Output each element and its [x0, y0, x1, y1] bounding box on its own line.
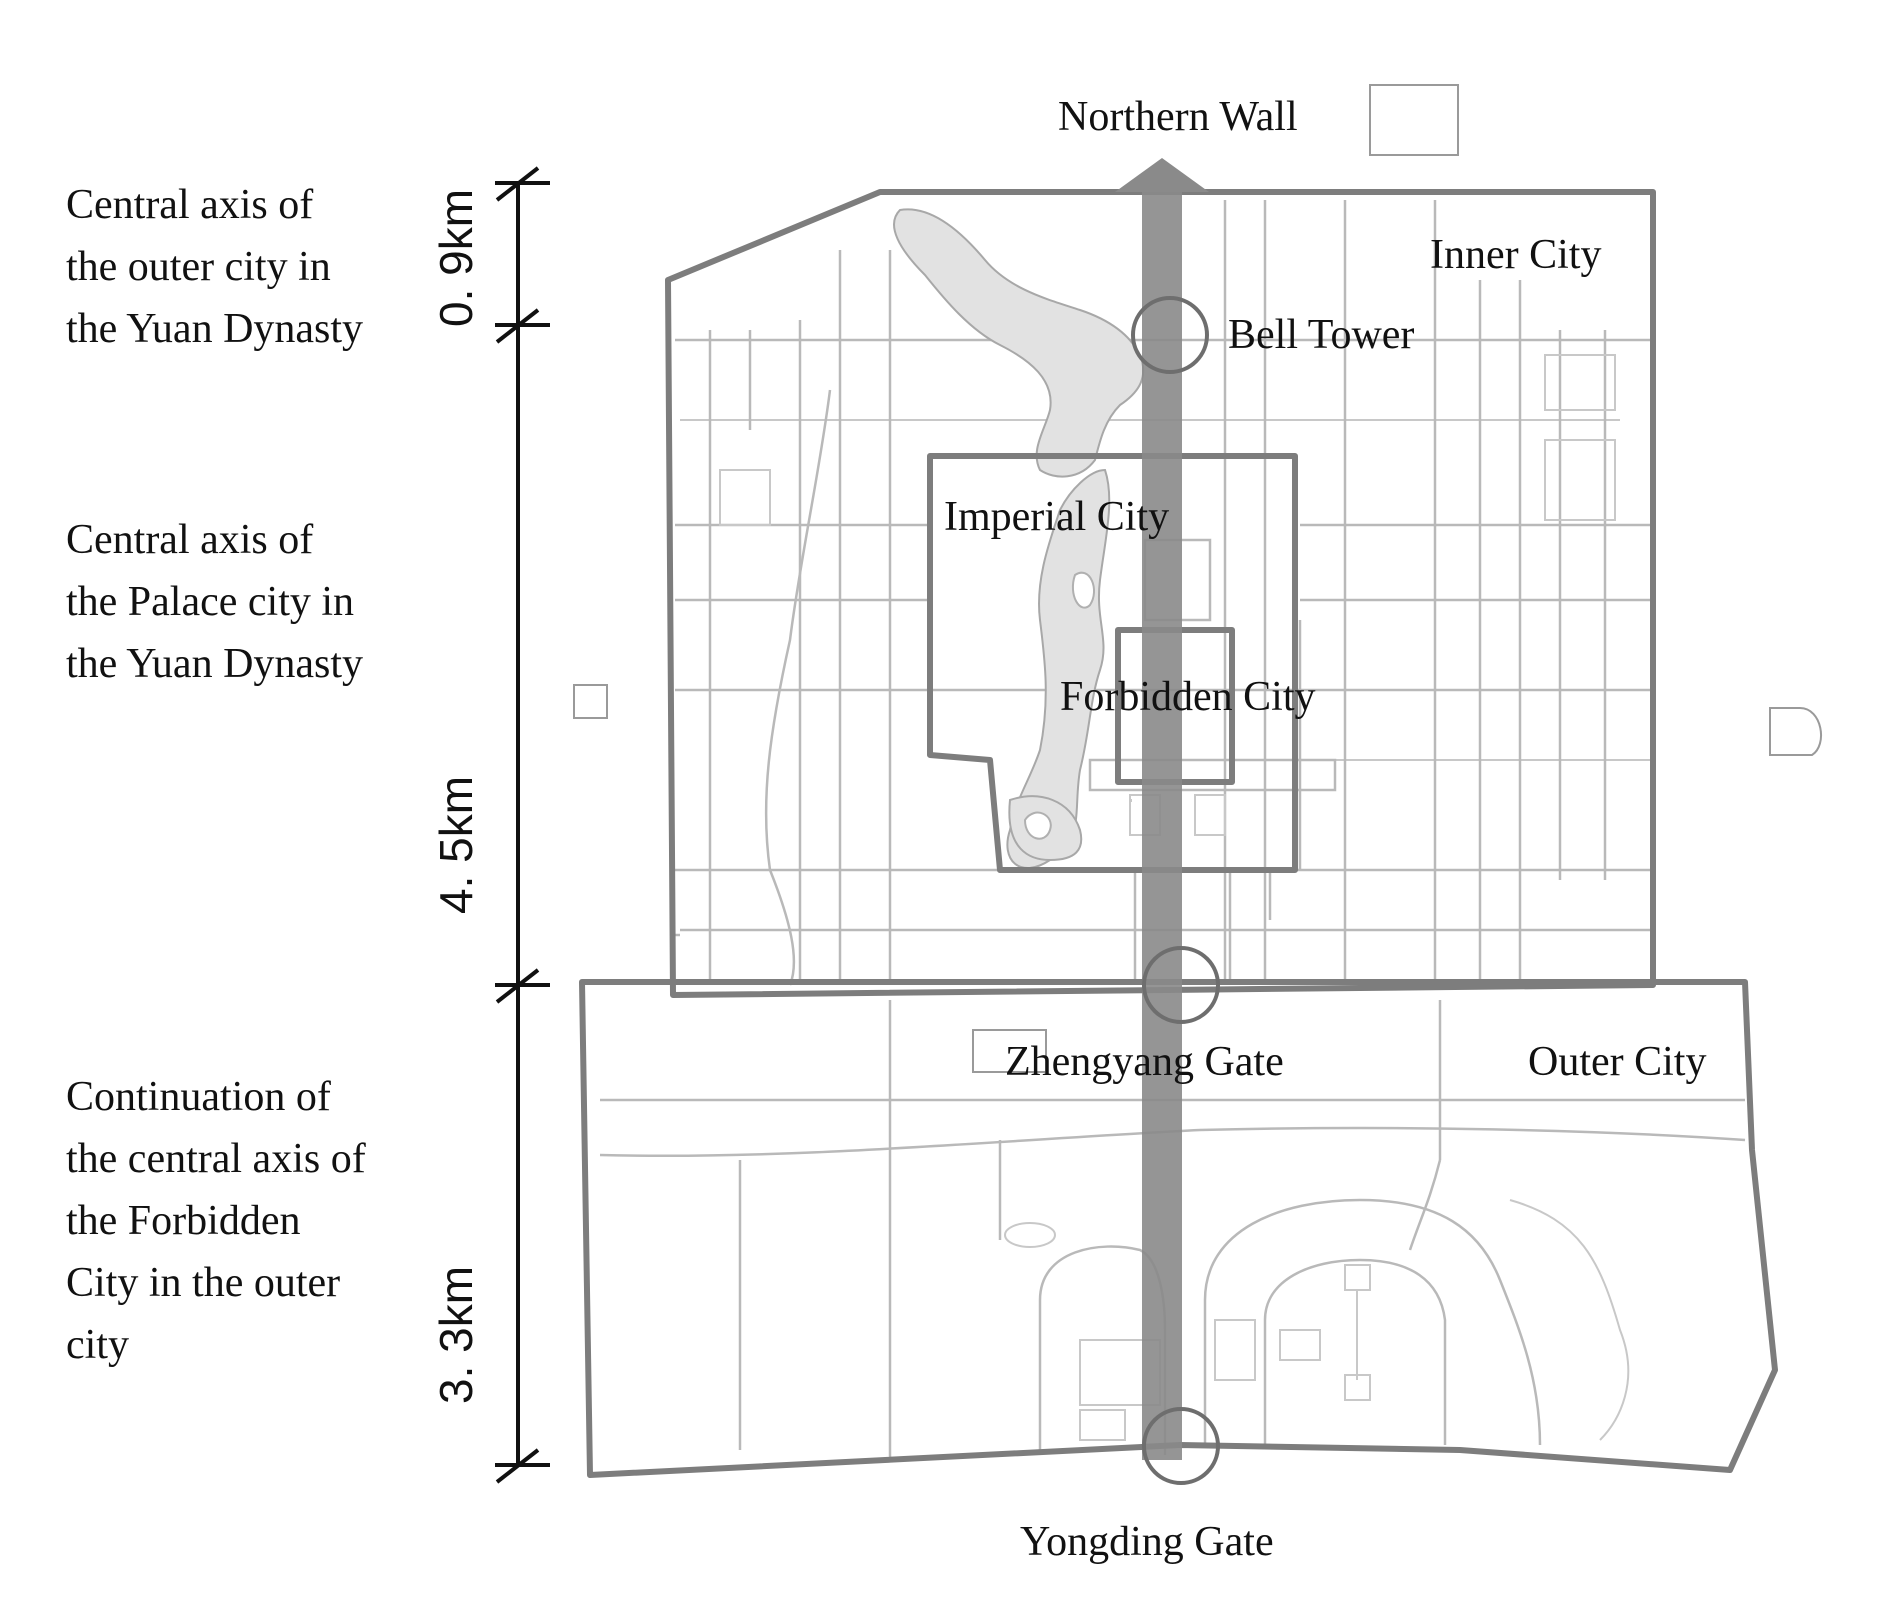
continuation-note-line-1: Continuation of: [66, 1074, 331, 1120]
inner-city-wall: [665, 189, 1656, 998]
palace-axis-note-line-2: the Palace city in: [66, 579, 354, 625]
distance-label-2: 4. 5km: [430, 776, 482, 914]
yongding-gate-label: Yongding Gate: [1020, 1519, 1274, 1565]
inner-city-label: Inner City: [1430, 232, 1601, 278]
legend-box: [1369, 84, 1459, 156]
continuation-note-line-5: city: [66, 1322, 129, 1368]
zhengyang-gate-marker: [1142, 946, 1220, 1024]
yongding-gate-marker: [1142, 1407, 1220, 1485]
palace-interior: [1088, 538, 1337, 980]
outer-city-small-block: [972, 1029, 1047, 1073]
northern-wall-label: Northern Wall: [1058, 94, 1298, 140]
central-axis: [1115, 158, 1209, 1460]
zhengyang-gate-label: Zhengyang Gate: [1005, 1039, 1284, 1085]
bell-tower-marker: [1131, 296, 1209, 374]
axis-arrow-head: [1115, 158, 1209, 192]
outer-city-label: Outer City: [1528, 1039, 1706, 1085]
forbidden-city-label: Forbidden City: [1060, 674, 1316, 720]
distance-label-3: 3. 3km: [430, 1266, 482, 1404]
map-labels: Northern Wall Inner City Bell Tower Impe…: [944, 94, 1706, 1565]
distance-scale: 0. 9km 4. 5km 3. 3km: [430, 166, 550, 1484]
outer-city-wall: [579, 979, 1778, 1478]
west-altar-square: [573, 684, 608, 719]
outer-axis-note-line-2: the outer city in: [66, 244, 331, 290]
outer-axis-note-line-3: the Yuan Dynasty: [66, 306, 363, 352]
distance-label-1: 0. 9km: [430, 189, 482, 327]
bell-tower-label: Bell Tower: [1228, 312, 1414, 358]
continuation-note-line-2: the central axis of: [66, 1136, 366, 1182]
continuation-note-line-3: the Forbidden: [66, 1198, 300, 1244]
palace-axis-note-line-3: the Yuan Dynasty: [66, 641, 363, 687]
beihai-zhonghai-lake: [1006, 468, 1111, 870]
imperial-city-label: Imperial City: [944, 494, 1169, 540]
shichahai-lake: [893, 208, 1145, 478]
side-notes: Central axis of the outer city in the Yu…: [66, 182, 366, 1368]
lakes: [893, 208, 1145, 870]
forbidden-city-wall: [1115, 627, 1235, 785]
axis-markers: [1131, 296, 1220, 1485]
imperial-city-wall: [927, 453, 1298, 873]
outer-axis-note-line-1: Central axis of: [66, 182, 313, 228]
east-altar-shape: [1769, 707, 1822, 756]
palace-axis-note-line-1: Central axis of: [66, 517, 313, 563]
continuation-note-line-4: City in the outer: [66, 1260, 340, 1306]
